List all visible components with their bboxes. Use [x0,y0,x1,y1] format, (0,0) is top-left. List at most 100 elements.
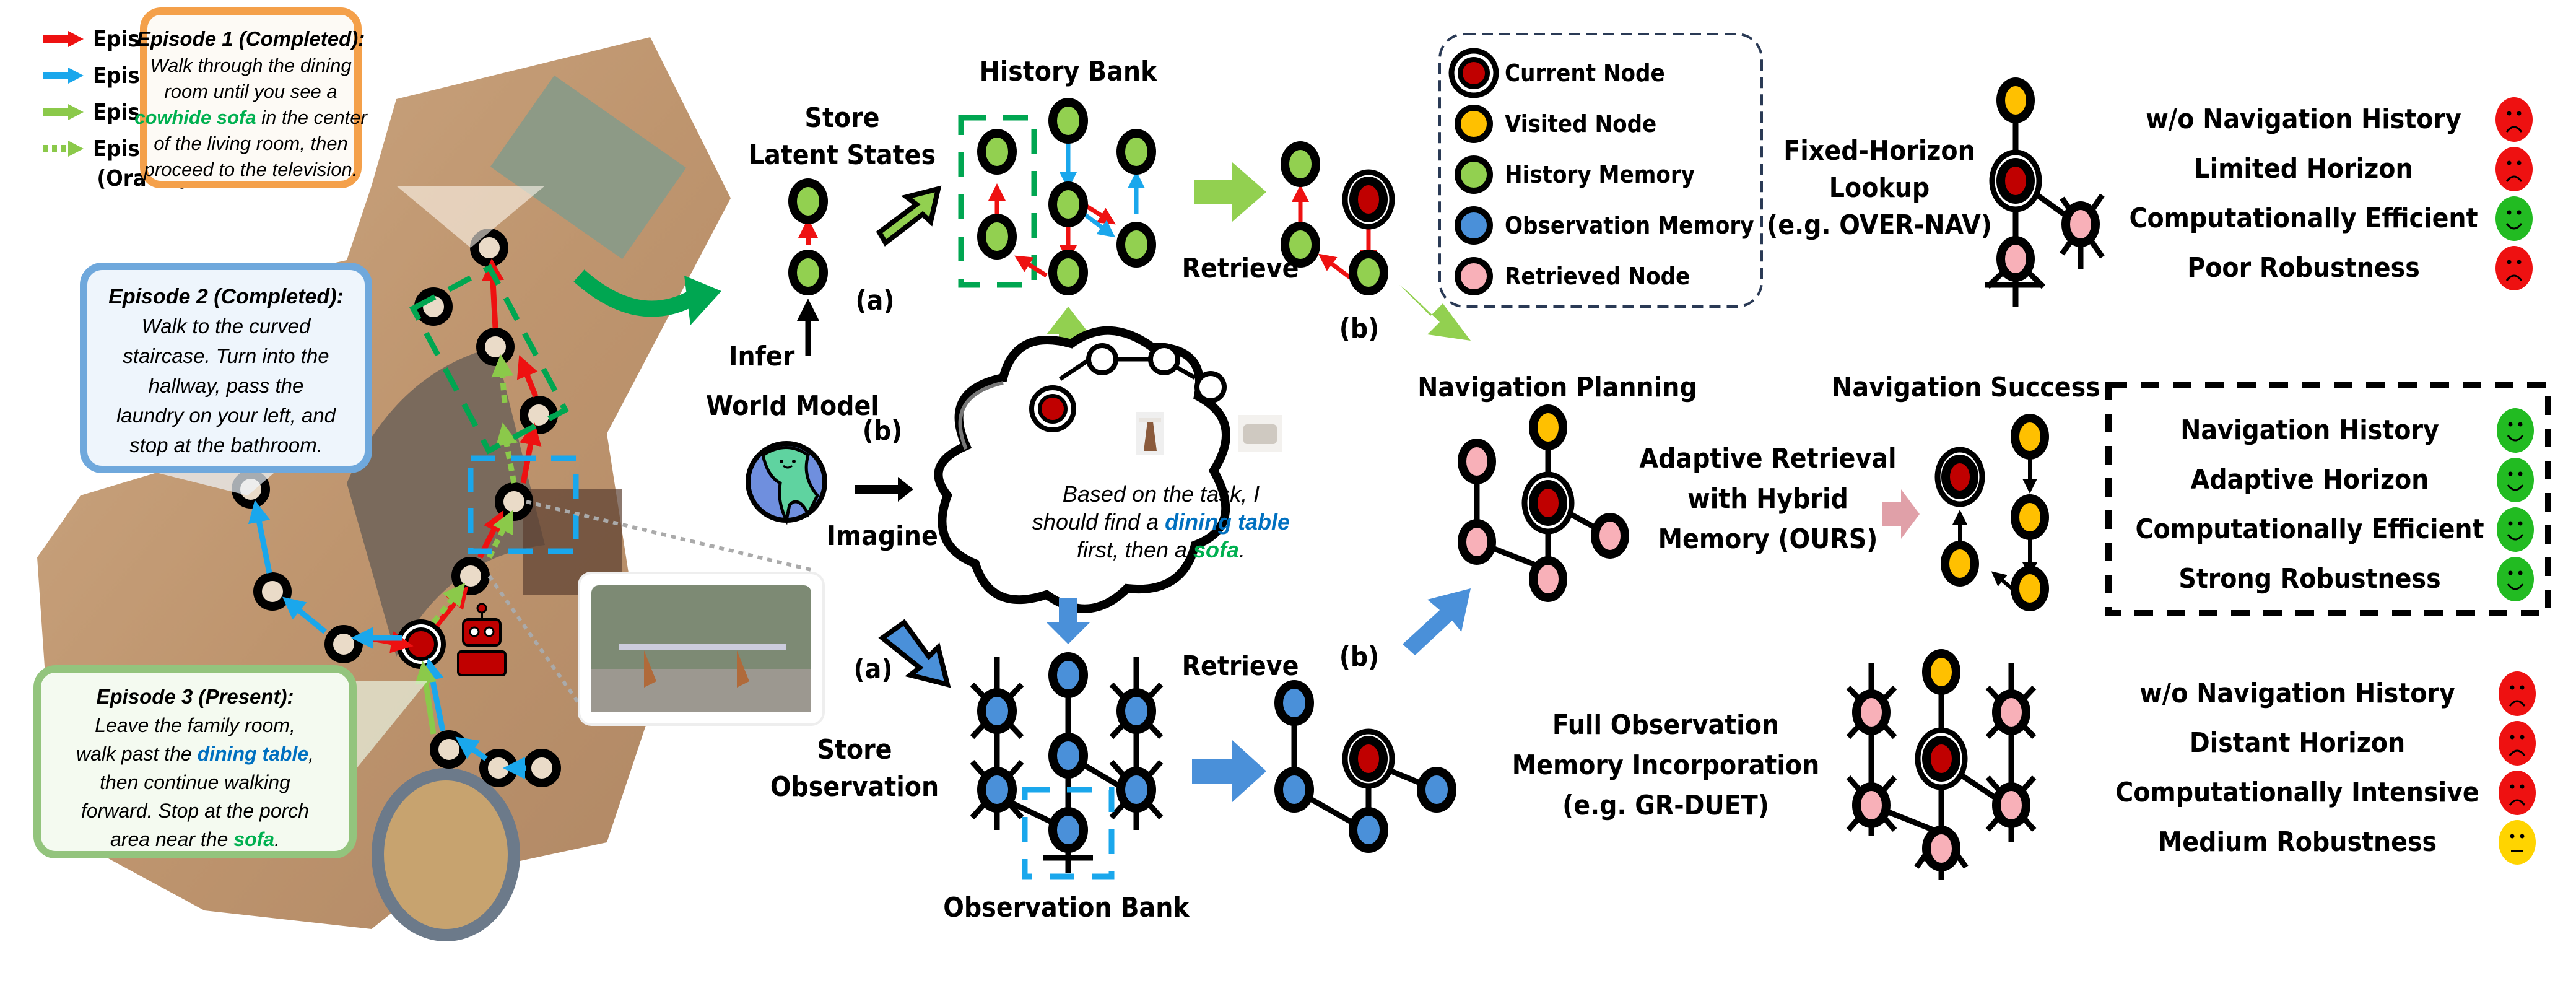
legend-history-memory-label: History Memory [1505,161,1695,188]
episode3-line-text: area near the [110,828,233,850]
infer-label: Infer [729,341,795,372]
full-observation-title: (e.g. GR-DUET) [1562,790,1769,821]
observation-highlight-box [468,455,579,554]
navigation-planning-title: Navigation Planning [1417,372,1697,403]
cloud-dining-table-highlight: dining table [1165,509,1290,535]
store-arrow-observation [878,619,951,688]
property-label: Distant Horizon [2190,727,2405,759]
neutral-face-icon [2499,820,2536,865]
imagine-arrow-head [898,477,913,502]
legend-observation-memory-label: Observation Memory [1505,212,1754,239]
observation-bank-title: Observation Bank [943,892,1190,923]
store-observation-label: Store [817,734,892,766]
fixed-horizon-title: (e.g. OVER-NAV) [1767,209,1992,241]
world-model-label: World Model [706,390,879,422]
legend-history-memory: History Memory [1455,155,1695,194]
fixed-horizon-title: Lookup [1829,172,1930,204]
episode3-line: walk past the dining table, [76,743,314,765]
episode1-box: Episode 1 (Completed): Walk through the … [134,7,545,248]
episode3-line-text: , [308,743,314,765]
property-item: Computationally Efficient [2129,196,2533,241]
episode3-line-text: . [274,828,280,850]
episode2-title: Episode 2 (Completed): [108,285,344,308]
property-label: Computationally Efficient [2135,513,2484,545]
cloud-text-line1: Based on the task, I [1063,481,1260,507]
property-label: w/o Navigation History [2139,678,2455,709]
property-item: Computationally Efficient [2135,507,2534,552]
property-item: Medium Robustness [2158,820,2536,865]
robot-icon [457,603,507,676]
episode2-line: stop at the bathroom. [129,434,323,456]
legend-visited-node-label: Visited Node [1505,110,1656,138]
world-model-globe-icon [746,441,827,525]
label-b-top: (b) [1339,313,1380,344]
retrieve-label-bottom: Retrieve [1182,650,1299,682]
episode1-line: Walk through the dining [150,55,351,76]
sofa-area [490,75,687,260]
store-observation-label: Observation [770,771,939,803]
cloud-text-line3: first, then a sofa. [1077,537,1245,562]
episode2-line: hallway, pass the [149,374,304,397]
dining-room-photo [487,500,825,726]
node-legend: Current Node Visited Node History Memory… [1438,33,1763,308]
ours-title: Memory (OURS) [1658,523,1878,555]
sofa-thumbnail [1238,415,1282,452]
property-label: Medium Robustness [2158,826,2437,858]
episode3-line: Leave the family room, [95,714,295,736]
ours-properties-box [2105,382,2551,616]
sad-face-icon [2496,246,2533,290]
imagination-cloud: Based on the task, I should find a dinin… [934,326,1290,613]
ours-success-arrow [1882,489,1920,539]
episode1-title: Episode 1 (Completed): [137,27,365,50]
map-current-node [396,619,446,669]
history-to-planning-arrow [1399,285,1471,341]
cloud-to-observation-arrow [1046,598,1090,644]
episode2-line: staircase. Turn into the [123,344,329,367]
property-item: Strong Robustness [2178,557,2534,601]
store-arrow-history [876,185,942,247]
navigation-success-graph [1934,414,2049,611]
full-observation-title: Full Observation [1552,709,1779,741]
property-item: Limited Horizon [2194,147,2533,191]
episode3-box: Episode 3 (Present): Leave the family ro… [33,665,427,858]
label-a-top: (a) [856,285,895,317]
property-item: Distant Horizon [2190,721,2536,766]
episode3-title: Episode 3 (Present): [96,685,294,708]
cloud-text: . [1239,537,1245,562]
legend-retrieved-node-label: Retrieved Node [1505,263,1690,290]
happy-face-icon [2497,557,2534,601]
cloud-sofa-highlight: sofa [1193,537,1239,562]
legend-retrieved-node: Retrieved Node [1455,257,1690,295]
latent-state-chain [788,178,828,356]
property-item: w/o Navigation History [2139,671,2536,716]
store-latent-states-label: Store [804,102,879,134]
retrieved-history-graph [1281,141,1395,295]
property-label: Computationally Efficient [2129,203,2478,234]
history-highlight-box [409,264,569,455]
property-label: Computationally Intensive [2115,777,2479,808]
ours-title: with Hybrid [1687,483,1848,515]
property-item: Computationally Intensive [2115,771,2536,815]
label-b-world: (b) [863,415,903,447]
round-rug [372,768,520,941]
legend-current-node-label: Current Node [1505,59,1665,87]
cloud-text: first, then a [1077,537,1193,562]
property-label: Poor Robustness [2187,252,2420,284]
sofa-highlight: sofa [233,828,274,850]
cowhide-sofa-highlight: cowhide sofa [134,107,256,128]
sad-face-icon [2499,771,2536,815]
legend-visited-node: Visited Node [1455,105,1656,143]
ours-title: Adaptive Retrieval [1639,443,1896,474]
retrieve-arrow-history [1194,162,1266,222]
episode2-line: laundry on your left, and [116,404,337,427]
history-bank-title: History Bank [980,56,1159,87]
episode1-line: room until you see a [164,81,337,102]
label-a-bottom: (a) [854,653,893,685]
retrieved-observation-graph [1274,680,1456,853]
episode1-line: proceed to the television. [144,159,358,180]
full-observation-title: Memory Incorporation [1512,749,1820,781]
history-bank-graph [958,98,1156,295]
staircase [347,347,545,657]
